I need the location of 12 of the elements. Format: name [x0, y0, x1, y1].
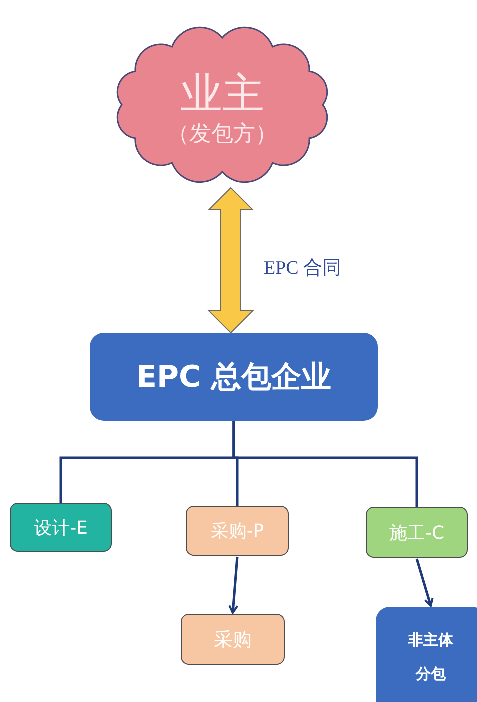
- arrow: [228, 556, 239, 614]
- process-box: 采购: [181, 614, 285, 665]
- process-box: 采购-P: [186, 506, 289, 556]
- process-box: 设计-E: [10, 503, 112, 552]
- title-text: 业主: [180, 68, 264, 120]
- subtitle-text: （发包方）: [168, 120, 278, 148]
- arrow: [416, 558, 434, 607]
- process-box: 施工-C: [366, 507, 468, 558]
- double-arrow: [208, 187, 254, 334]
- connector-line: [232, 421, 418, 507]
- process-box: 非主体分包: [376, 607, 477, 702]
- process-box: EPC 总包企业: [90, 333, 378, 421]
